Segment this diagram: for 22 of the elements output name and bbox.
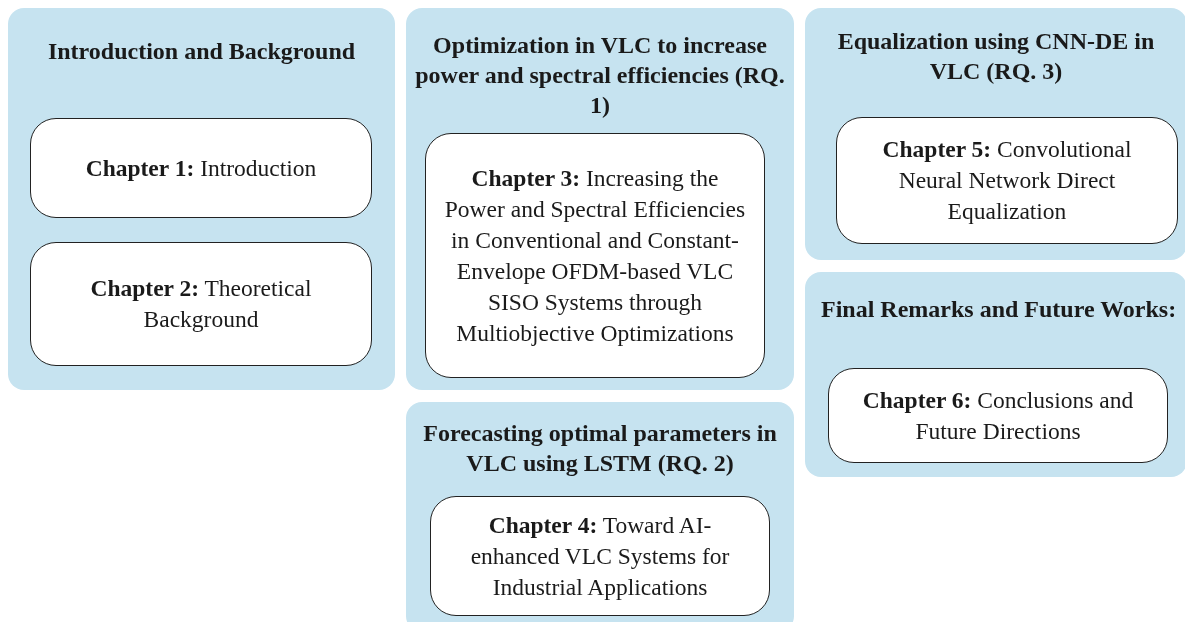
- chapter-box: [430, 496, 770, 616]
- chapter-title: Chapter 6: Conclusions and Future Directions: [861, 385, 1135, 446]
- section-title: Forecasting optimal parameters in VLC using LSTM (RQ. 2): [422, 419, 778, 478]
- chapter-box: [30, 242, 372, 366]
- chapter-box: [836, 117, 1178, 244]
- chapter-box: [828, 368, 1168, 463]
- section-panel: [406, 8, 794, 390]
- chapter-title: Chapter 4: Toward AI-enhanced VLC Systems for Industrial Applications: [469, 510, 731, 602]
- section-title: Introduction and Background: [46, 37, 357, 66]
- chapter-box: [30, 118, 372, 218]
- section-title: Equalization using CNN-DE in VLC (RQ. 3): [836, 27, 1156, 86]
- section-panel: [805, 272, 1185, 477]
- chapter-title: Chapter 1: Introduction: [85, 153, 317, 183]
- chapter-title: Chapter 2: Theoretical Background: [89, 274, 313, 334]
- section-title: Optimization in VLC to increase power and spectral efficiencies (RQ. 1): [414, 31, 786, 120]
- section-panel: [8, 8, 395, 390]
- section-title: Final Remarks and Future Works:: [821, 295, 1178, 324]
- chapter-title: Chapter 5: Convolutional Neural Network Direct Equalization: [881, 135, 1133, 226]
- section-panel: [406, 402, 794, 622]
- chapter-title: Chapter 3: Increasing the Power and Spectral Efficiencies in Conventional and Constant-Envelope OFDM-based VLC SISO Systems through Multiobjective Optimizations: [443, 163, 747, 348]
- chapter-box: [425, 133, 765, 378]
- section-panel: [805, 8, 1185, 260]
